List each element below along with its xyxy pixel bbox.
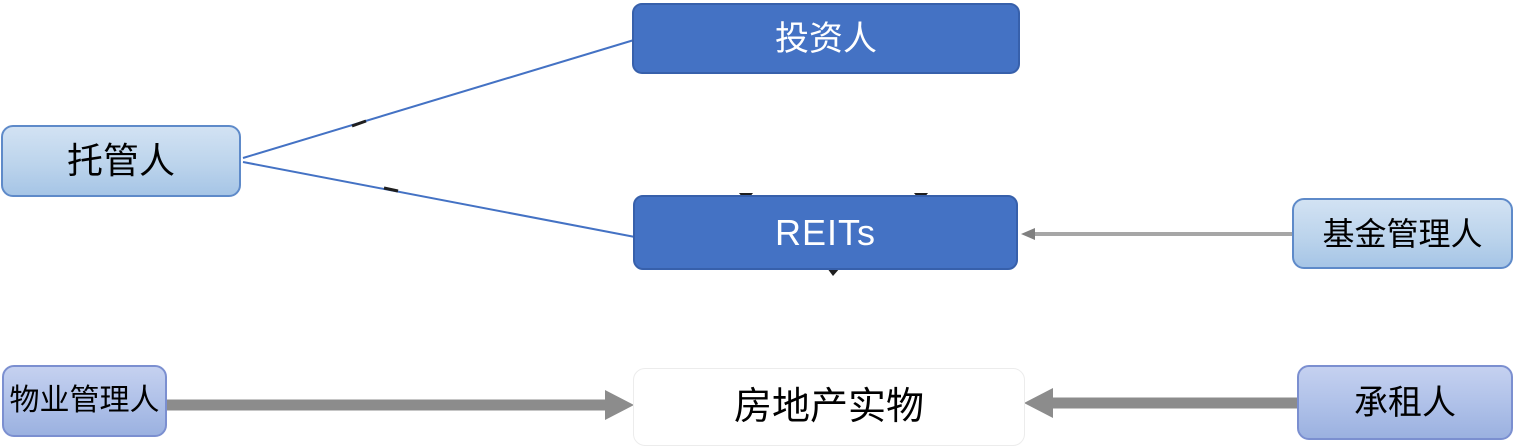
node-fund-manager: 基金管理人 xyxy=(1292,198,1513,269)
node-custodian: 托管人 xyxy=(1,125,241,197)
arrow-fund-manager-to-reits-head xyxy=(1021,228,1035,240)
node-fund-manager-label: 基金管理人 xyxy=(1322,215,1483,252)
dash-artifact-upper-line xyxy=(351,119,367,128)
dash-artifact-lower-line xyxy=(383,186,399,193)
arrow-property-manager-to-real-estate-head xyxy=(605,390,634,420)
notch-artifact-reits-bottom xyxy=(827,268,840,276)
line-custodian-reits xyxy=(242,161,636,238)
node-property-manager-label: 物业管理人 xyxy=(9,384,160,417)
node-lessee: 承租人 xyxy=(1297,365,1513,440)
node-property-manager: 物业管理人 xyxy=(2,365,167,437)
node-real-estate: 房地产实物 xyxy=(633,368,1025,446)
node-lessee-label: 承租人 xyxy=(1354,383,1456,422)
arrow-lessee-to-real-estate-head xyxy=(1024,388,1053,418)
node-custodian-label: 托管人 xyxy=(66,140,175,181)
node-reits: REITs xyxy=(633,195,1018,270)
node-real-estate-label: 房地产实物 xyxy=(733,386,924,428)
node-investor-label: 投资人 xyxy=(775,19,877,58)
node-reits-label: REITs xyxy=(774,211,876,253)
line-custodian-investor xyxy=(242,39,635,159)
node-investor: 投资人 xyxy=(632,3,1020,74)
